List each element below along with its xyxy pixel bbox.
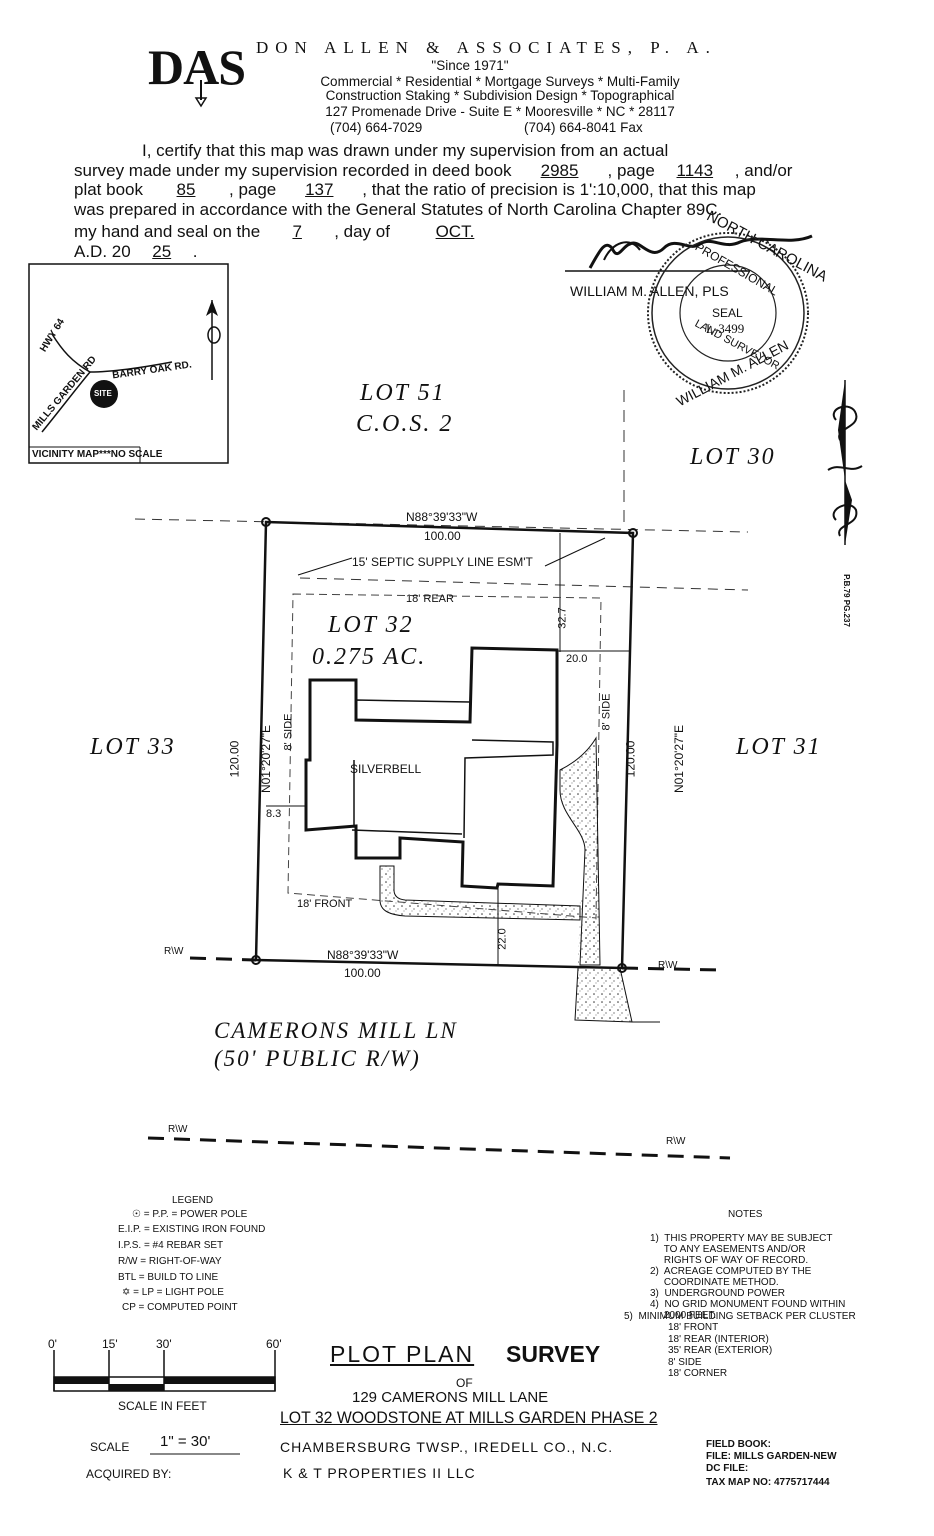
- cert-line-1: I, certify that this map was drawn under…: [142, 141, 669, 160]
- firm-fax: (704) 664-8041 Fax: [524, 120, 643, 135]
- scale-caption: SCALE IN FEET: [118, 1399, 207, 1413]
- west-distance: 120.00: [227, 740, 242, 778]
- company-logo: DAS: [148, 39, 246, 95]
- lot-32-label: LOT 32: [328, 612, 414, 638]
- legend-item-power-pole: ☉ = P.P. = POWER POLE: [132, 1209, 248, 1220]
- firm-phone: (704) 664-7029: [330, 120, 423, 135]
- easement-label: 15' SEPTIC SUPPLY LINE ESM'T: [352, 555, 533, 569]
- seal-line-2: SEAL: [712, 306, 743, 320]
- scale-value: 1" = 30': [160, 1433, 211, 1450]
- dim-8-3: 8.3: [266, 808, 282, 820]
- rw-label-right: R\W: [658, 960, 678, 971]
- lot-31-label: LOT 31: [736, 734, 822, 760]
- firm-services-1: Commercial * Residential * Mortgage Surv…: [320, 74, 680, 89]
- cos-label: C.O.S. 2: [356, 411, 454, 437]
- plat-book: 85: [176, 180, 196, 199]
- title-survey: SURVEY: [506, 1341, 601, 1367]
- field-book: FIELD BOOK:: [706, 1439, 771, 1450]
- south-distance: 100.00: [344, 966, 381, 980]
- notes-list: 1) THIS PROPERTY MAY BE SUBJECT TO ANY E…: [650, 1233, 846, 1321]
- legend-item-light-pole: ✡ = LP = LIGHT POLE: [122, 1287, 224, 1298]
- vicinity-caption: VICINITY MAP***NO SCALE: [32, 449, 163, 460]
- lot-32-acreage: 0.275 AC.: [312, 644, 427, 670]
- light-pole-icon: ✡: [122, 1287, 131, 1298]
- legend-item-rw: R/W = RIGHT-OF-WAY: [118, 1256, 222, 1267]
- dim-20-0: 20.0: [566, 653, 588, 665]
- rw-label-lower-left: R\W: [168, 1124, 188, 1135]
- lot-51-label: LOT 51: [360, 380, 446, 406]
- vicinity-site: SITE: [94, 389, 112, 398]
- title-township: CHAMBERSBURG TWSP., IREDELL CO., N.C.: [280, 1439, 614, 1455]
- title-address: 129 CAMERONS MILL LANE: [352, 1389, 549, 1406]
- scale-label: SCALE: [90, 1440, 130, 1454]
- cert-year: 25: [152, 242, 172, 261]
- firm-address: 127 Promenade Drive - Suite E * Mooresvi…: [325, 104, 675, 119]
- notes-title: NOTES: [728, 1209, 763, 1220]
- title-lot: LOT 32 WOODSTONE AT MILLS GARDEN PHASE 2: [280, 1408, 658, 1427]
- north-distance: 100.00: [424, 529, 461, 543]
- west-bearing: N01°20'27"E: [259, 724, 274, 794]
- legend-item-ips: I.P.S. = #4 REBAR SET: [118, 1240, 224, 1251]
- east-distance: 120.00: [623, 740, 638, 778]
- cert-month: OCT.: [435, 222, 475, 241]
- north-bearing: N88°39'33"W: [406, 510, 478, 524]
- street-desc: (50' PUBLIC R/W): [214, 1046, 421, 1071]
- rw-label-lower-right: R\W: [666, 1136, 686, 1147]
- rw-label-left: R\W: [164, 946, 184, 957]
- tax-map-number: TAX MAP NO: 4775717444: [706, 1477, 830, 1488]
- scale-tick-15: 15': [102, 1337, 118, 1351]
- legend-item-cp: CP = COMPUTED POINT: [122, 1302, 238, 1313]
- cert-line-2: survey made under my supervision recorde…: [74, 161, 793, 180]
- right-side-setback: 8' SIDE: [600, 693, 613, 731]
- rear-setback: 18' REAR: [406, 593, 454, 605]
- deed-book: 2985: [540, 161, 579, 180]
- cert-day: 7: [292, 222, 302, 241]
- vicinity-road-1: BARRY OAK RD.: [111, 359, 193, 382]
- cert-line-4: was prepared in accordance with the Gene…: [74, 200, 723, 219]
- north-reference: P.B.79 PG.237: [841, 574, 851, 627]
- front-setback: 18' FRONT: [297, 898, 353, 910]
- title-owner: K & T PROPERTIES II LLC: [283, 1465, 476, 1481]
- firm-name: DON ALLEN & ASSOCIATES, P. A.: [256, 38, 717, 57]
- legend-item-btl: BTL = BUILD TO LINE: [118, 1272, 219, 1283]
- title-plot-plan: PLOT PLAN: [330, 1341, 475, 1367]
- deed-page: 1143: [676, 161, 714, 180]
- title-of: OF: [456, 1376, 473, 1390]
- lot-30-label: LOT 30: [690, 444, 776, 470]
- house-label: SILVERBELL: [350, 762, 422, 776]
- left-side-setback: 8' SIDE: [282, 713, 295, 751]
- firm-since: "Since 1971": [431, 58, 509, 73]
- power-pole-icon: ☉: [132, 1209, 141, 1220]
- note-5: 5) MINIMUM BUILDING SETBACK PER CLUSTER: [624, 1311, 856, 1322]
- surveyor-name: WILLIAM M. ALLEN, PLS: [570, 283, 729, 299]
- seal-top-text: NORTH CAROLINA: [703, 207, 831, 286]
- dim-32-7: 32.7: [556, 607, 569, 629]
- acquired-label: ACQUIRED BY:: [86, 1467, 172, 1481]
- scale-tick-0: 0': [48, 1337, 57, 1351]
- file-name: FILE: MILLS GARDEN-NEW: [706, 1451, 837, 1462]
- plat-page: 137: [305, 180, 334, 199]
- firm-services-2: Construction Staking * Subdivision Desig…: [325, 88, 675, 103]
- scale-tick-60: 60': [266, 1337, 282, 1351]
- dc-file: DC FILE:: [706, 1463, 749, 1474]
- scale-tick-30: 30': [156, 1337, 172, 1351]
- dim-22-0: 22.0: [496, 928, 509, 950]
- lot-33-label: LOT 33: [90, 734, 176, 760]
- legend-title: LEGEND: [172, 1195, 214, 1206]
- seal-number: L-3499: [706, 321, 745, 336]
- legend-item-eip: E.I.P. = EXISTING IRON FOUND: [118, 1224, 266, 1235]
- east-bearing: N01°20'27"E: [672, 724, 687, 794]
- vicinity-road-2: MILLS GARDEN RD: [30, 354, 99, 433]
- south-bearing: N88°39'33"W: [327, 948, 399, 962]
- vicinity-hwy: HWY 64: [38, 316, 68, 355]
- street-name: CAMERONS MILL LN: [214, 1018, 458, 1043]
